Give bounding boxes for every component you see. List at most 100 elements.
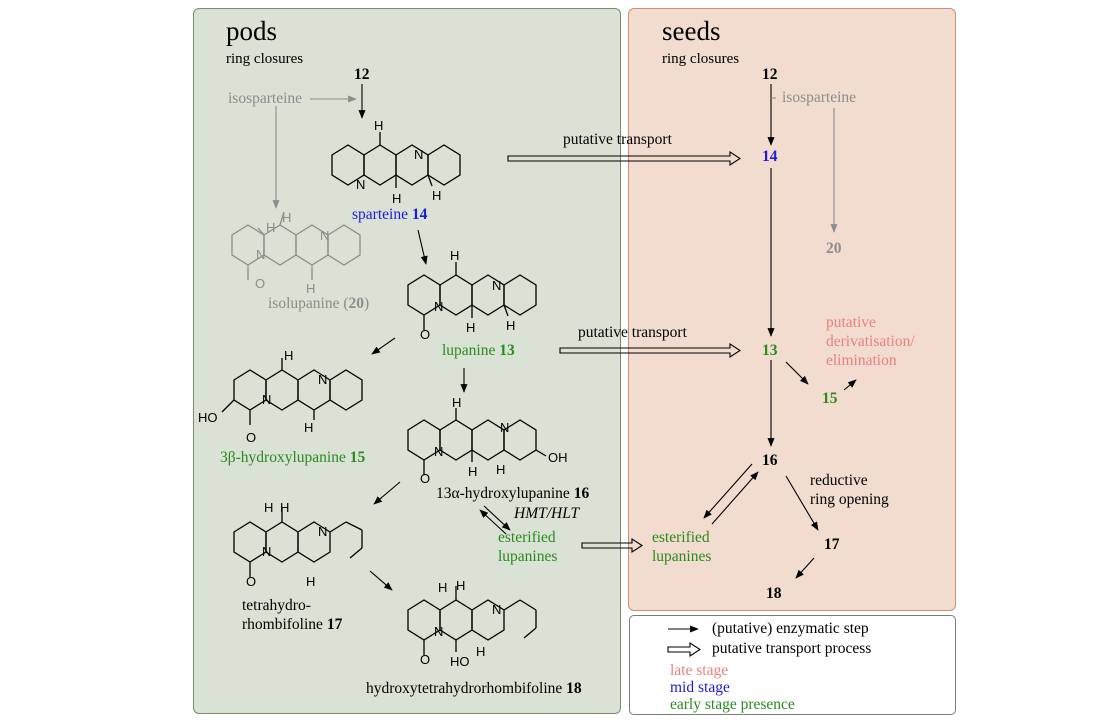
atom-label: OH <box>548 450 568 465</box>
transport-arrows <box>507 150 742 554</box>
atom-label: H <box>306 574 315 589</box>
hydroxytetra-number: 18 <box>566 680 582 697</box>
atom-label: N <box>492 278 501 293</box>
atom-label: O <box>420 327 430 342</box>
isolupanine-label: isolupanine (20) <box>268 295 369 313</box>
legend-transport-label: putative transport process <box>712 640 872 657</box>
putative-line2: derivatisation/ <box>826 333 915 350</box>
atom-label: H <box>280 500 289 515</box>
atom-label: H <box>432 188 441 203</box>
atom-label: N <box>434 444 443 459</box>
seeds-compound-20: 20 <box>826 240 842 257</box>
atom-label: N <box>414 147 423 162</box>
lupanine-name: lupanine <box>442 342 496 359</box>
tetrahydro-number: 17 <box>326 616 343 633</box>
enzymes-label: HMT/HLT <box>514 505 580 522</box>
lupanine-label: lupanine 13 <box>442 342 515 360</box>
seeds-isosparteine: isosparteine <box>782 89 857 106</box>
atom-label: H <box>306 281 315 296</box>
atom-label: HO <box>198 410 218 425</box>
atom-label: N <box>434 299 443 314</box>
sparteine-label: sparteine 14 <box>352 206 427 224</box>
legend-late-stage: late stage <box>670 662 729 679</box>
seeds-compound-13: 13 <box>762 342 778 359</box>
hydroxylupanine3b-name: 3β-hydroxylupanine <box>220 449 346 466</box>
pods-grey-arrows <box>272 95 357 209</box>
pods-panel <box>193 8 621 714</box>
legend-mid-stage: mid stage <box>670 679 730 696</box>
atom-label: N <box>356 177 365 192</box>
seeds-esterified-line2: lupanines <box>652 548 712 565</box>
seeds-esterified-line1: esterified <box>652 529 710 546</box>
atom-label: H <box>450 248 459 263</box>
tetrahydrorhombifoline-structure <box>233 508 363 577</box>
sparteine-name: sparteine <box>352 206 408 223</box>
reductive-line1: reductive <box>810 472 868 489</box>
atom-label: H <box>452 395 461 410</box>
legend-early-stage: early stage presence <box>670 696 795 713</box>
hydroxytetra-label: hydroxytetrahydrorhombifoline 18 <box>366 680 582 698</box>
isolupanine-name: isolupanine ( <box>268 295 349 312</box>
pods-arrows <box>358 84 511 591</box>
atom-label: N <box>262 544 271 559</box>
legend-box <box>629 615 956 715</box>
atom-label: O <box>255 276 265 291</box>
seeds-compound-14: 14 <box>762 148 778 165</box>
sparteine-number: 14 <box>411 206 428 223</box>
tetrahydro-label: rhombifoline 17 <box>242 616 342 634</box>
hydroxylupanine13a-label: 13α-hydroxylupanine 16 <box>436 485 589 503</box>
putative-line1: putative <box>826 314 876 331</box>
seeds-title: seeds <box>662 16 721 46</box>
legend-enzymatic-label: (putative) enzymatic step <box>712 620 869 637</box>
atom-label: H <box>468 464 477 479</box>
seeds-compound-15: 15 <box>822 390 838 407</box>
hydroxytetra-name: hydroxytetrahydrorhombifoline <box>366 680 563 697</box>
atom-label: N <box>256 247 265 262</box>
atom-label: H <box>496 462 505 477</box>
hydroxylupanine3b-structure <box>221 358 363 425</box>
isolupanine-structure <box>231 211 361 280</box>
lupanine-number: 13 <box>499 342 515 359</box>
lupanine-structure <box>407 262 537 330</box>
pods-subtitle: ring closures <box>226 51 304 67</box>
hydroxytetrahydrorhombifoline-structure <box>407 586 537 655</box>
atom-label: N <box>318 372 327 387</box>
atom-label: H <box>284 348 293 363</box>
atom-label: H <box>282 210 291 225</box>
atom-label: N <box>492 602 501 617</box>
seeds-grey-arrows <box>771 97 838 233</box>
pods-esterified-line2: lupanines <box>498 548 558 565</box>
seeds-panel <box>628 8 956 611</box>
atom-label: H <box>476 644 485 659</box>
legend-transport-arrow <box>667 641 702 658</box>
reductive-line2: ring opening <box>810 491 889 508</box>
atom-label: N <box>320 228 329 243</box>
hydroxylupanine3b-label: 3β-hydroxylupanine 15 <box>220 449 365 467</box>
tetrahydro-line1: tetrahydro- <box>242 597 311 614</box>
hydroxylupanine13a-name: 13α-hydroxylupanine <box>436 485 570 502</box>
atom-label: H <box>506 318 515 333</box>
isolupanine-number: 20 <box>348 295 365 312</box>
seeds-compound-18: 18 <box>766 585 782 602</box>
transport-label-2: putative transport <box>578 324 687 341</box>
atom-label: O <box>420 652 430 667</box>
atom-label: H <box>466 320 475 335</box>
atom-label: N <box>434 624 443 639</box>
atom-label: N <box>262 392 271 407</box>
hydroxylupanine3b-number: 15 <box>349 449 366 466</box>
atom-label: H <box>304 420 313 435</box>
tetrahydro-name: rhombifoline <box>242 616 323 633</box>
atom-label: H <box>374 118 383 133</box>
atom-label: O <box>246 430 256 445</box>
pods-compound-12: 12 <box>354 66 370 83</box>
hydroxylupanine13a-number: 16 <box>573 485 590 502</box>
transport-label-1: putative transport <box>563 131 672 148</box>
sparteine-structure <box>331 132 461 188</box>
atom-label: N <box>318 524 327 539</box>
seeds-compound-12: 12 <box>762 66 778 83</box>
atom-label: H <box>438 580 447 595</box>
seeds-compound-17: 17 <box>824 536 840 553</box>
pods-esterified-line1: esterified <box>498 529 556 546</box>
atom-label: HO <box>450 654 470 669</box>
atom-label: O <box>246 574 256 589</box>
